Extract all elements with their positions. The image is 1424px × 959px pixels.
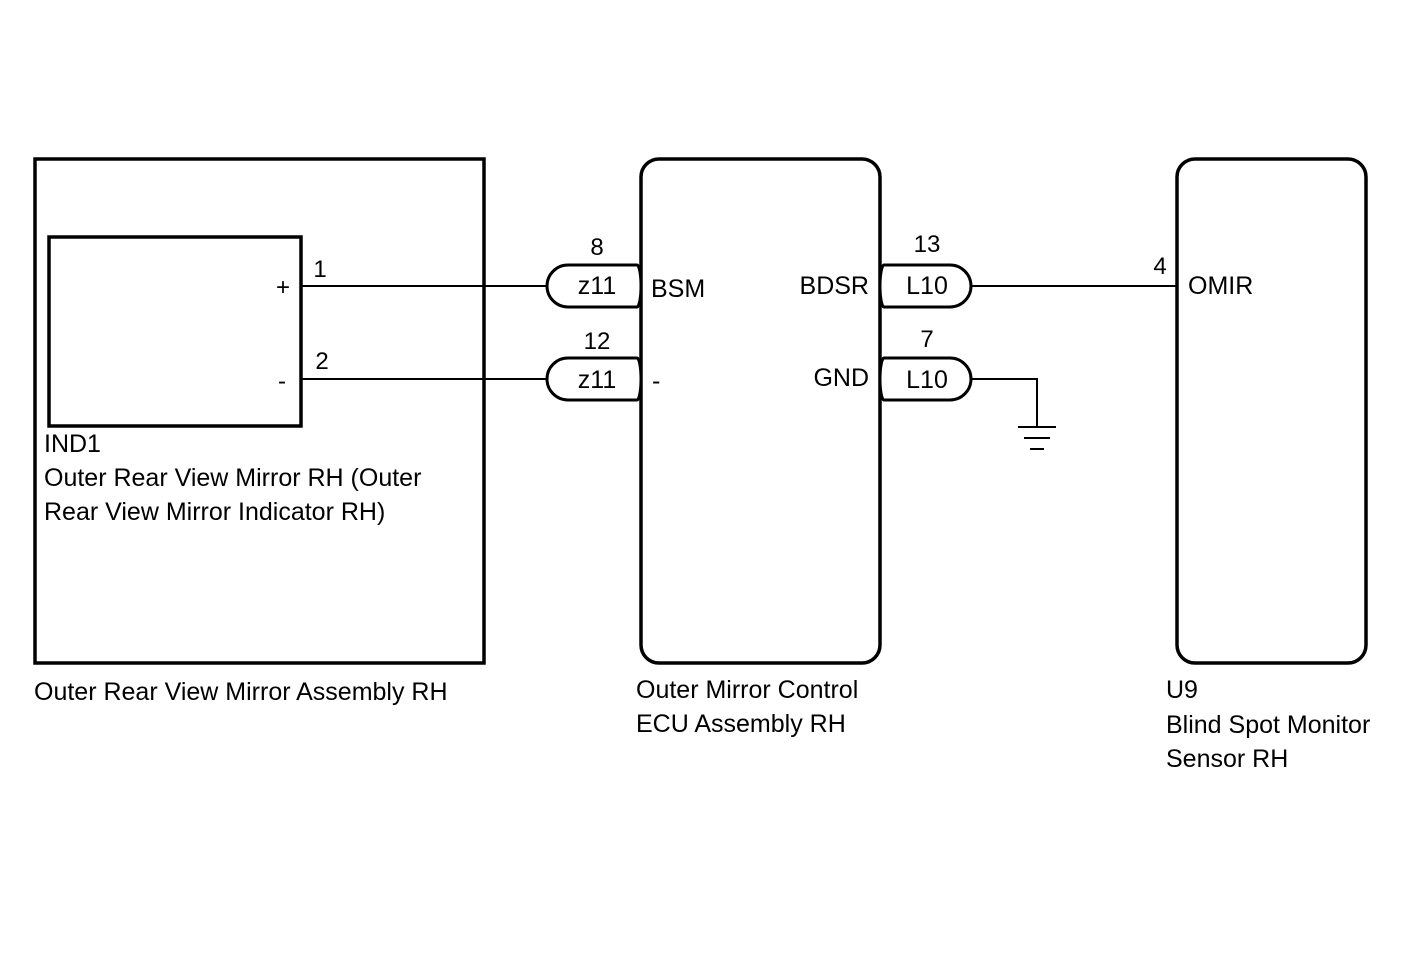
sensor-code: U9 xyxy=(1166,676,1198,704)
ecu-terminal-bdsr: BDSR xyxy=(800,272,869,300)
sensor-name-line1: Blind Spot Monitor xyxy=(1166,711,1370,739)
ecu-name-line1: Outer Mirror Control xyxy=(636,676,858,704)
ecu-terminal-bsm: BSM xyxy=(651,275,705,303)
indicator-name-line1: Outer Rear View Mirror RH (Outer xyxy=(44,464,421,492)
wire-gnd xyxy=(970,378,1038,426)
mirror-assembly-name: Outer Rear View Mirror Assembly RH xyxy=(34,678,448,706)
pin-number: 7 xyxy=(920,326,933,353)
connector-l10-pin7 xyxy=(878,356,973,402)
ecu-name-line2: ECU Assembly RH xyxy=(636,710,846,738)
sensor-terminal-omir: OMIR xyxy=(1188,272,1253,300)
indicator-minus-terminal: - xyxy=(278,368,286,395)
connector-label: z11 xyxy=(578,272,616,300)
ecu-terminal-gnd: GND xyxy=(813,364,869,392)
connector-label: L10 xyxy=(906,366,948,394)
sensor-box xyxy=(1175,157,1368,665)
ecu-box xyxy=(639,157,882,665)
connector-z11-pin8 xyxy=(545,263,643,309)
indicator-plus-terminal: + xyxy=(276,274,290,301)
sensor-pin: 4 xyxy=(1153,253,1166,280)
connector-label: z11 xyxy=(578,366,616,394)
ecu-terminal-minus: - xyxy=(652,367,660,395)
connector-z11-pin12 xyxy=(545,356,643,402)
indicator-code: IND1 xyxy=(44,430,101,458)
indicator-name-line2: Rear View Mirror Indicator RH) xyxy=(44,498,385,526)
ground-icon xyxy=(1018,426,1056,450)
pin-number: 12 xyxy=(584,328,611,355)
connector-label: L10 xyxy=(906,272,948,300)
mirror-assembly-box xyxy=(33,157,486,665)
sensor-name-line2: Sensor RH xyxy=(1166,745,1288,773)
indicator-box xyxy=(47,235,303,428)
connector-l10-pin13 xyxy=(878,263,973,309)
pin-number: 13 xyxy=(914,231,941,258)
indicator-pin-minus: 2 xyxy=(315,348,328,375)
indicator-pin-plus: 1 xyxy=(313,256,326,283)
pin-number: 8 xyxy=(590,234,603,261)
